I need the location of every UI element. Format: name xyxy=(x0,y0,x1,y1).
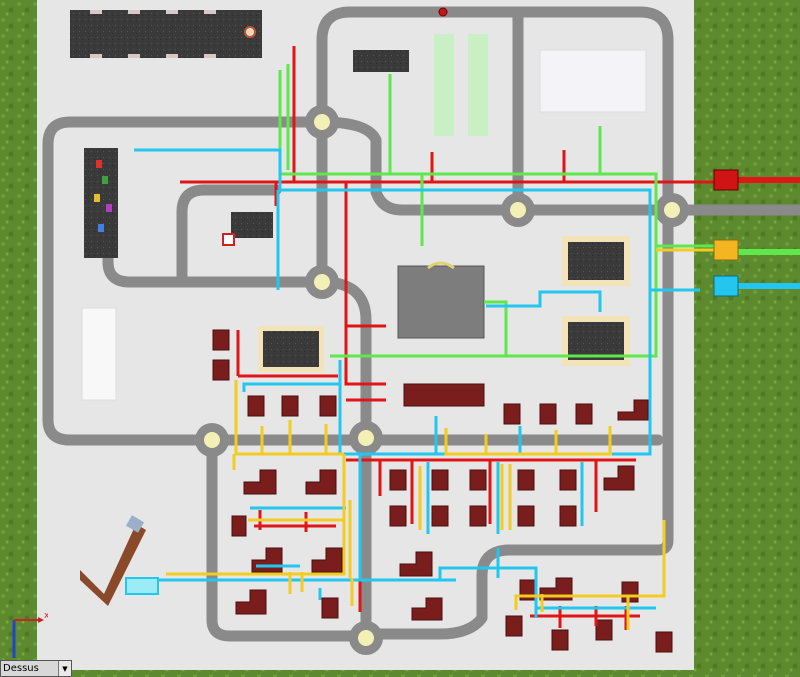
parked-cars xyxy=(94,160,112,232)
roundabout xyxy=(655,193,689,227)
road-loop-north xyxy=(316,6,674,216)
roundabout xyxy=(305,265,339,299)
road-southwest xyxy=(206,434,374,642)
roundabout xyxy=(501,193,535,227)
white-building-ne xyxy=(539,49,647,113)
view-selector[interactable]: Dessus ▼ xyxy=(0,660,72,677)
road-network xyxy=(42,6,800,642)
view-selector-value: Dessus xyxy=(3,663,39,674)
road-loop-northwest xyxy=(42,116,328,446)
parking-small-top xyxy=(353,50,409,72)
node-marker-mid[interactable] xyxy=(222,233,235,246)
network-yellow-lines xyxy=(166,248,714,630)
central-plant xyxy=(397,265,485,339)
roundabout xyxy=(305,105,339,139)
triangle-down-icon[interactable]: ▼ xyxy=(58,661,71,676)
road-east-v xyxy=(362,204,674,640)
parking-lot-top xyxy=(70,10,262,58)
connector-cyan[interactable] xyxy=(713,275,739,297)
pylon-marker[interactable] xyxy=(244,26,256,38)
roundabout xyxy=(349,421,383,455)
connector-yellow[interactable] xyxy=(713,239,739,261)
network-red-lines xyxy=(180,46,800,630)
green-strip-2 xyxy=(468,34,488,136)
cyan-terminal xyxy=(125,577,159,595)
parking-marks xyxy=(90,10,216,58)
green-strip-1 xyxy=(434,34,454,136)
road-inner-block xyxy=(102,174,328,288)
roundabouts xyxy=(195,105,689,655)
bridge-structure xyxy=(80,515,159,606)
axis-gizmo-icon: x xyxy=(2,611,50,666)
central-plant-arc xyxy=(427,261,455,270)
road-west-inner xyxy=(316,116,674,216)
roundabout xyxy=(349,621,383,655)
connector-red[interactable] xyxy=(713,169,739,191)
edge-connectors[interactable] xyxy=(713,169,739,297)
roundabout xyxy=(195,423,229,457)
road-inner-hook xyxy=(176,184,282,288)
axis-x-label: x xyxy=(44,612,48,621)
white-building-w xyxy=(81,307,117,401)
parking-small-mid xyxy=(231,212,273,238)
top-node-red[interactable] xyxy=(438,7,448,17)
parking-block-east xyxy=(258,236,630,372)
